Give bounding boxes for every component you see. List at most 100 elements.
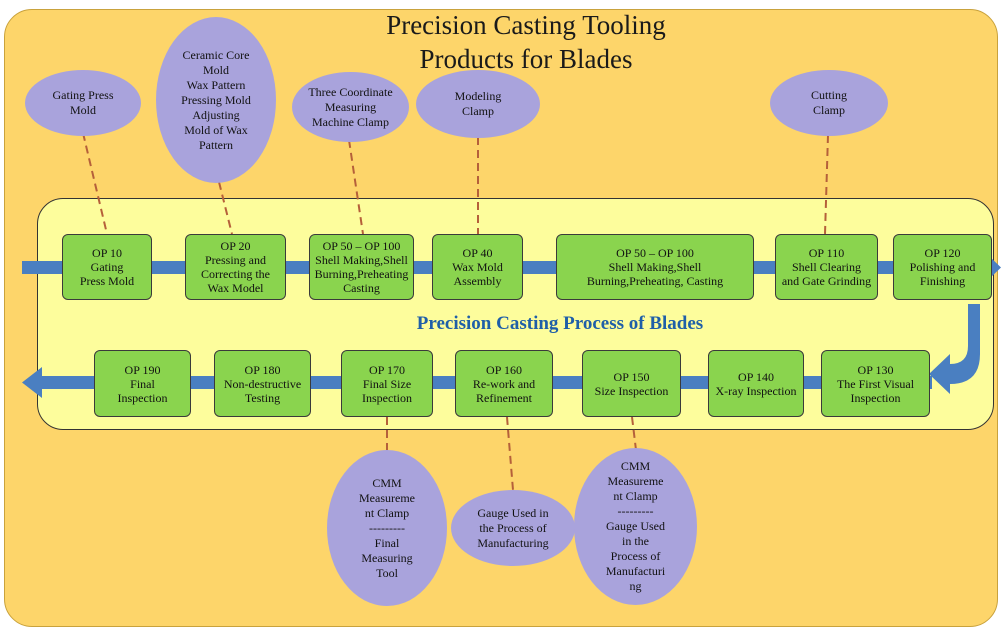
step-op190: OP 190 Final Inspection (94, 350, 191, 417)
step-line: OP 50 – OP 100 (616, 246, 694, 260)
step-line: OP 20 (220, 239, 251, 253)
tool-gating-press-mold: Gating Press Mold (25, 70, 141, 136)
tool-line: --------- (617, 504, 654, 518)
step-line: Shell Making,Shell (608, 260, 702, 274)
tool-process-gauge: Gauge Used in the Process of Manufacturi… (451, 490, 575, 566)
step-line: Correcting the (201, 267, 270, 281)
tool-line: Gating Press (52, 88, 114, 102)
tool-line: Gauge Used in (477, 505, 549, 520)
step-line: OP 10 (92, 246, 122, 260)
step-line: Inspection (850, 390, 901, 405)
step-op50-op100-b: OP 50 – OP 100 Shell Making,Shell Burnin… (556, 234, 754, 300)
tool-line: nt Clamp (364, 505, 410, 520)
tool-line: Gauge Used (606, 519, 665, 533)
step-line: OP 190 (124, 362, 161, 377)
tool-line: Manufacturing (477, 535, 549, 550)
step-line: OP 110 (808, 246, 845, 260)
tool-line: Measureme (607, 474, 664, 488)
step-op180: OP 180 Non-destructive Testing (214, 350, 311, 417)
diagram-title: Precision Casting Tooling Products for B… (326, 8, 726, 76)
tool-line: Ceramic Core (182, 47, 250, 62)
step-line: Non-destructive (223, 376, 302, 391)
title-line-2: Products for Blades (419, 44, 633, 74)
step-line: OP 160 (486, 362, 522, 377)
tool-line: in the (622, 534, 649, 548)
step-line: Shell Clearing (792, 260, 861, 274)
step-op10: OP 10 Gating Press Mold (62, 234, 152, 300)
tool-line: Mold of Wax (184, 122, 248, 137)
link-cmm-gauge (631, 416, 637, 451)
process-band-title: Precision Casting Process of Blades (416, 313, 704, 334)
tool-line: Adjusting (192, 107, 240, 122)
tool-cmm-process-gauge: CMM Measureme nt Clamp --------- Gauge U… (574, 448, 697, 605)
step-line: Testing (244, 390, 281, 405)
step-line: Final (130, 376, 155, 391)
tool-cmm-final-measuring: CMM Measureme nt Clamp --------- Final M… (327, 450, 447, 606)
tool-line: Clamp (462, 104, 494, 118)
step-op170: OP 170 Final Size Inspection (341, 350, 433, 417)
step-line: Casting (343, 281, 380, 295)
tool-line: Process of (610, 549, 661, 563)
step-line: OP 140 (738, 369, 774, 384)
step-line: OP 40 (462, 246, 493, 260)
tool-line: Modeling (454, 89, 502, 103)
step-line: OP 120 (924, 246, 961, 260)
step-line: Refinement (476, 390, 532, 405)
tool-line: Measuring (324, 99, 377, 114)
tool-line: Pressing Mold (181, 92, 251, 107)
step-line: Finishing (919, 274, 966, 288)
tool-line: Mold (69, 103, 96, 117)
step-op140: OP 140 X-ray Inspection (708, 350, 804, 417)
title-line-1: Precision Casting Tooling (386, 10, 666, 40)
tool-line: Tool (376, 565, 398, 580)
step-line: Size Inspection (594, 383, 669, 398)
tool-line: Pattern (199, 137, 233, 152)
tool-line: CMM (372, 475, 402, 490)
link-cutting-clamp (824, 134, 829, 235)
step-line: Inspection (117, 390, 168, 405)
tool-line: nt Clamp (613, 489, 658, 503)
step-line: Press Mold (79, 274, 135, 288)
tool-line: Measureme (359, 490, 415, 505)
tool-cutting-clamp: Cutting Clamp (770, 70, 888, 136)
tool-line: the Process of (479, 520, 547, 535)
step-line: Pressing and (205, 253, 266, 267)
link-ceramic-core-mold (218, 181, 233, 235)
link-process-gauge (506, 416, 514, 491)
tool-line: Three Coordinate (308, 84, 393, 99)
step-op130: OP 130 The First Visual Inspection (821, 350, 930, 417)
step-op120: OP 120 Polishing and Finishing (893, 234, 992, 300)
step-line: Inspection (362, 390, 412, 405)
tool-line: Wax Pattern (186, 77, 246, 92)
link-gating-press-mold (82, 132, 108, 235)
step-line: Shell Making,Shell (315, 253, 408, 267)
tool-three-coordinate-clamp: Three Coordinate Measuring Machine Clamp (292, 72, 409, 142)
step-line: Assembly (453, 274, 502, 288)
step-line: Polishing and (909, 260, 976, 274)
tool-line: Final (374, 535, 400, 550)
step-line: OP 50 – OP 100 (322, 239, 401, 253)
step-op20: OP 20 Pressing and Correcting the Wax Mo… (185, 234, 286, 300)
step-line: Final Size (362, 376, 412, 391)
step-line: X-ray Inspection (715, 383, 797, 398)
step-line: OP 170 (369, 362, 405, 377)
top-flow-arrow-head (989, 256, 1001, 279)
tool-line: Measuring (361, 550, 413, 565)
step-line: Burning,Preheating (314, 267, 409, 281)
step-line: Wax Mold (452, 260, 503, 274)
step-op110: OP 110 Shell Clearing and Gate Grinding (775, 234, 878, 300)
tool-line: Clamp (813, 103, 845, 117)
step-line: The First Visual (836, 376, 915, 391)
step-line: Wax Model (207, 281, 264, 295)
bottom-flow-arrow-head (22, 367, 42, 398)
step-op160: OP 160 Re-work and Refinement (455, 350, 553, 417)
step-line: and Gate Grinding (781, 274, 872, 288)
tool-modeling-clamp: Modeling Clamp (416, 70, 540, 138)
step-line: Re-work and (472, 376, 536, 391)
step-line: OP 150 (613, 369, 650, 384)
tool-line: Cutting (810, 88, 847, 102)
step-op40: OP 40 Wax Mold Assembly (432, 234, 523, 300)
step-line: Burning,Preheating, Casting (586, 274, 724, 288)
tool-line: Mold (202, 62, 229, 77)
tool-line: --------- (369, 520, 405, 535)
